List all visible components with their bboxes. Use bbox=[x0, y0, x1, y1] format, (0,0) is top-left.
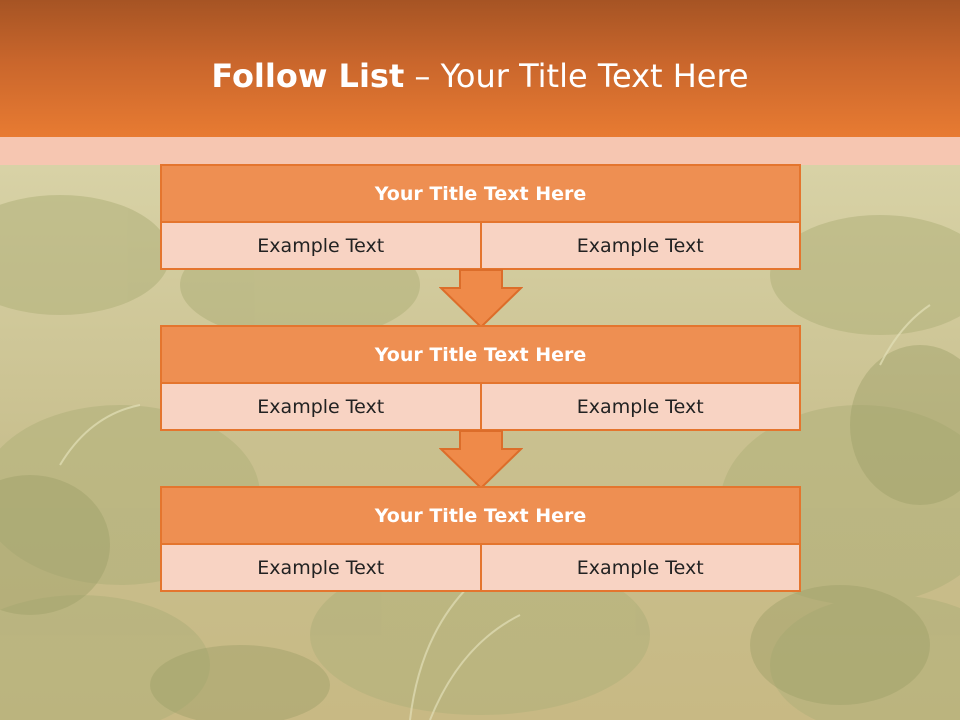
step-text-left: Example Text bbox=[160, 382, 482, 431]
step-row: Example Text Example Text bbox=[160, 221, 801, 270]
down-arrow-icon bbox=[439, 269, 523, 329]
step-box-3: Your Title Text Here Example Text Exampl… bbox=[160, 486, 801, 592]
step-title: Your Title Text Here bbox=[160, 486, 801, 545]
slide-title-bold: Follow List bbox=[211, 57, 405, 95]
step-text-right: Example Text bbox=[479, 543, 801, 592]
step-title: Your Title Text Here bbox=[160, 325, 801, 384]
step-box-1: Your Title Text Here Example Text Exampl… bbox=[160, 164, 801, 270]
title-bar bbox=[0, 0, 960, 137]
accent-band bbox=[0, 137, 960, 165]
step-text-right: Example Text bbox=[479, 221, 801, 270]
slide-title-rest: – Your Title Text Here bbox=[404, 57, 749, 95]
step-row: Example Text Example Text bbox=[160, 543, 801, 592]
step-text-left: Example Text bbox=[160, 543, 482, 592]
step-title: Your Title Text Here bbox=[160, 164, 801, 223]
step-text-right: Example Text bbox=[479, 382, 801, 431]
step-row: Example Text Example Text bbox=[160, 382, 801, 431]
down-arrow-icon bbox=[439, 430, 523, 490]
step-text-left: Example Text bbox=[160, 221, 482, 270]
slide-title: Follow List – Your Title Text Here bbox=[0, 56, 960, 96]
step-box-2: Your Title Text Here Example Text Exampl… bbox=[160, 325, 801, 431]
